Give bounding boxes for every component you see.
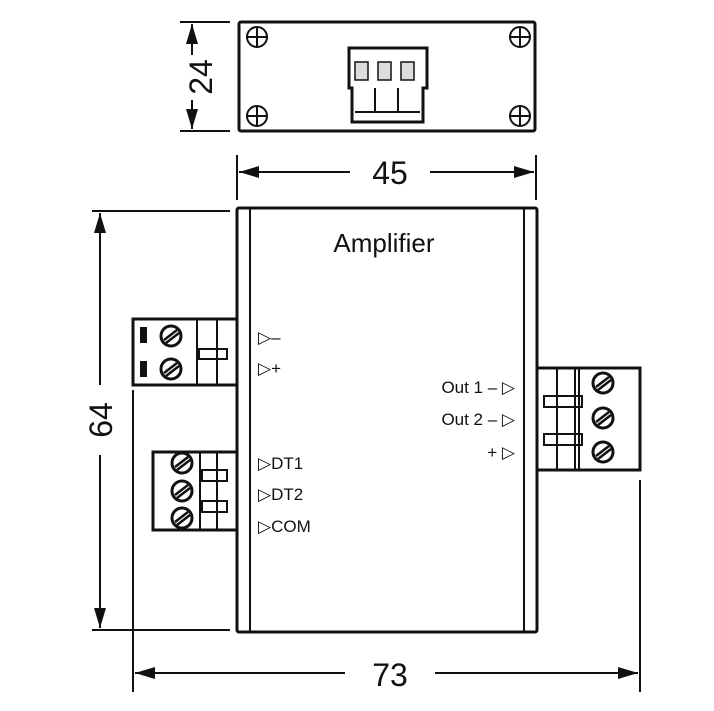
power-terminal-block	[131, 317, 239, 387]
screw-icon	[159, 324, 183, 348]
output-plus-label: + ▷	[487, 443, 516, 462]
dimension-45: 45	[236, 155, 537, 200]
input-minus-label: ▷–	[258, 328, 281, 347]
screw-icon	[170, 506, 194, 530]
input-plus-label: ▷+	[258, 359, 281, 378]
dimension-73: 73	[132, 390, 641, 693]
input-dt1-label: ▷DT1	[258, 454, 303, 473]
dimension-label: 73	[372, 657, 408, 693]
dimension-label: 24	[183, 59, 219, 95]
screw-icon	[246, 105, 268, 127]
output-1-label: Out 1 – ▷	[441, 378, 515, 397]
dimension-label: 64	[83, 402, 119, 438]
dimension-64: 64	[83, 210, 230, 631]
screw-icon	[170, 479, 194, 503]
screw-icon	[591, 371, 615, 395]
screw-icon	[509, 26, 531, 48]
screw-icon	[591, 406, 615, 430]
output-terminal-block	[535, 366, 642, 472]
output-2-label: Out 2 – ▷	[441, 410, 515, 429]
screw-icon	[159, 357, 183, 381]
screw-icon	[509, 105, 531, 127]
dimension-label: 45	[372, 155, 408, 191]
terminal-block-top	[347, 46, 429, 124]
screw-icon	[591, 440, 615, 464]
amplifier-body: Amplifier	[235, 206, 539, 634]
top-view	[237, 20, 537, 133]
screw-icon	[170, 451, 194, 475]
input-dt2-label: ▷DT2	[258, 485, 303, 504]
dimension-24: 24	[180, 21, 230, 132]
screw-icon	[246, 26, 268, 48]
device-title: Amplifier	[333, 228, 434, 258]
data-terminal-block	[151, 450, 239, 532]
input-com-label: ▷COM	[258, 517, 311, 536]
